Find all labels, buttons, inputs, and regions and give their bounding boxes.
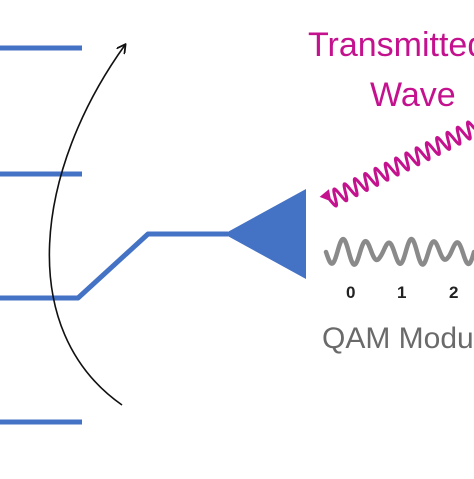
antenna-icon bbox=[224, 189, 306, 279]
transmitted-wave-title-line1: Transmitted bbox=[308, 26, 474, 64]
time-tick-2: 2 bbox=[449, 283, 458, 302]
energy-level-3-readout-path bbox=[0, 231, 228, 301]
time-tick-0: 0 bbox=[346, 283, 355, 302]
qam-modulation-label: QAM Modulation bbox=[322, 322, 474, 355]
transition-arrow bbox=[48, 45, 125, 406]
transmitted-wave-title-line2: Wave bbox=[370, 76, 456, 114]
transmitted-wave-squiggle bbox=[319, 120, 474, 208]
time-tick-1: 1 bbox=[397, 283, 406, 302]
qam-signal-wave bbox=[323, 236, 474, 267]
